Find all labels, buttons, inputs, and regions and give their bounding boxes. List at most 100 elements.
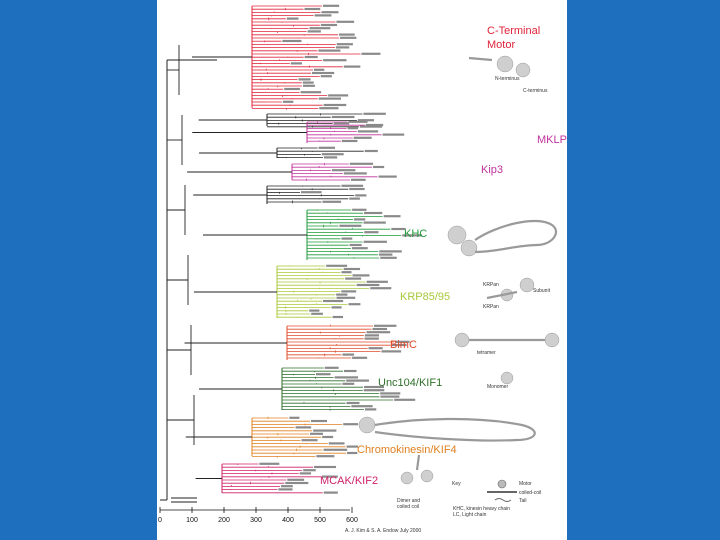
phylogenetic-tree: C-Terminal Motor MKLP1 Kip3 KHC KRP85/95… <box>158 4 567 534</box>
tree-leaf-label <box>323 103 347 107</box>
tree-leaf-label <box>323 59 347 62</box>
tree-leaf-label <box>331 115 355 119</box>
motor-domain-sketch <box>519 277 535 293</box>
tree-leaf-label <box>361 52 381 55</box>
tree-leaf-label <box>309 432 324 435</box>
tree-leaf-label <box>313 68 325 71</box>
key-note-line2: LC, Light chain <box>453 512 487 518</box>
family-label-mklp1: MKLP1 <box>537 134 567 146</box>
tree-leaf-label <box>352 208 367 211</box>
tree-leaf-label <box>366 280 388 283</box>
tree-leaf-label <box>287 478 305 481</box>
tree-leaf-label <box>380 395 400 398</box>
tree-leaf-label <box>364 408 377 411</box>
tree-leaf-label <box>364 149 378 153</box>
tree-leaf-label <box>318 49 341 52</box>
tree-leaf-label <box>380 392 401 395</box>
tree-leaf-label <box>346 401 360 405</box>
family-label-mcak-kif2: MCAK/KIF2 <box>320 475 378 487</box>
tree-leaf-label <box>304 7 321 11</box>
family-label-chromokinesin-kif4: Chromokinesin/KIF4 <box>357 444 457 456</box>
tree-leaf-label <box>402 234 423 237</box>
tree-leaf-label <box>290 62 302 65</box>
tree-leaf-label <box>349 197 360 200</box>
tree-leaf-label <box>319 107 339 110</box>
tree-leaf-label <box>289 416 300 419</box>
key-motor-shape <box>497 479 507 489</box>
annotation-n-terminus: N-terminus <box>495 76 520 82</box>
tree-leaf-label <box>339 224 362 227</box>
key-coiled-label: coiled-coil <box>519 490 541 496</box>
coiled-coil-sketch <box>374 417 536 442</box>
tree-leaf-label <box>348 120 368 123</box>
tree-leaf-label <box>351 405 373 408</box>
tree-leaf-label <box>345 277 362 280</box>
coiled-coil-sketch <box>415 454 421 471</box>
tree-leaf-label <box>301 191 322 194</box>
tree-leaf-label <box>284 87 300 91</box>
coiled-coil-sketch <box>474 219 558 254</box>
tree-leaf-label <box>320 75 332 78</box>
tree-leaf-label <box>336 296 356 299</box>
tree-leaf-label <box>328 442 345 445</box>
tree-leaf-label <box>321 11 339 14</box>
tree-leaf-label <box>333 122 350 125</box>
tree-leaf-label <box>378 175 397 178</box>
coiled-coil-sketch <box>486 290 518 300</box>
tree-leaf-label <box>341 290 357 293</box>
tree-leaf-label <box>356 283 380 287</box>
tree-leaf-label <box>348 303 361 306</box>
family-label-unc104-kif1: Unc104/KIF1 <box>378 377 442 389</box>
tree-leaf-label <box>315 373 331 376</box>
family-label-bimc: BimC <box>390 339 417 351</box>
tree-leaf-label <box>382 133 405 136</box>
tree-leaf-label <box>318 97 342 100</box>
tree-leaf-label <box>282 39 302 43</box>
tree-leaf-label <box>343 172 367 175</box>
tree-leaf-label <box>336 293 348 296</box>
tree-leaf-label <box>359 125 383 128</box>
tree-leaf-label <box>336 20 355 23</box>
tree-leaf-label <box>368 347 383 350</box>
tree-leaf-label <box>321 475 338 478</box>
tree-leaf-label <box>347 127 359 130</box>
tree-leaf-label <box>350 178 366 181</box>
tree-leaf-label <box>328 94 349 97</box>
key-title: Key <box>452 481 461 487</box>
axis-tick-label: 100 <box>186 517 198 524</box>
key-note-line1: KHC, kinesin heavy chain <box>453 506 510 512</box>
tree-leaf-label <box>304 55 318 59</box>
tree-leaf-label <box>259 462 280 465</box>
tree-leaf-label <box>395 340 410 343</box>
annotation-dimer-coiled-coil: Dimer and coiled coil <box>397 498 421 510</box>
tree-leaf-label <box>324 366 339 369</box>
tree-leaf-label <box>299 472 312 475</box>
motor-domain-sketch <box>496 55 514 73</box>
tree-leaf-label <box>366 331 391 334</box>
tree-leaf-label <box>300 91 322 94</box>
family-label-cterminal: C-Terminal Motor <box>487 25 543 51</box>
motor-domain-sketch <box>358 416 376 434</box>
axis-tick-label: 300 <box>250 517 262 524</box>
tree-leaf-label <box>381 350 402 353</box>
tree-leaf-label <box>363 240 387 243</box>
motor-domain-sketch <box>454 332 470 348</box>
tree-leaf-label <box>339 33 355 36</box>
family-label-khc: KHC <box>404 228 427 240</box>
tree-leaf-label <box>286 17 299 20</box>
tree-leaf-label <box>353 136 372 139</box>
axis-tick-label: 600 <box>346 517 358 524</box>
tree-leaf-label <box>336 43 353 46</box>
tree-leaf-label <box>311 312 323 315</box>
tree-leaf-label <box>342 382 355 385</box>
tree-leaf-label <box>314 14 332 17</box>
tree-leaf-label <box>301 439 318 442</box>
motor-domain-sketch <box>447 225 467 245</box>
annotation-monomer: Monomer <box>487 384 508 390</box>
tree-leaf-label <box>331 169 356 172</box>
tree-leaf-label <box>316 455 335 458</box>
motor-domain-sketch <box>500 371 514 385</box>
annotation-tetramer: tetramer <box>477 350 496 356</box>
tree-leaf-label <box>341 184 364 187</box>
